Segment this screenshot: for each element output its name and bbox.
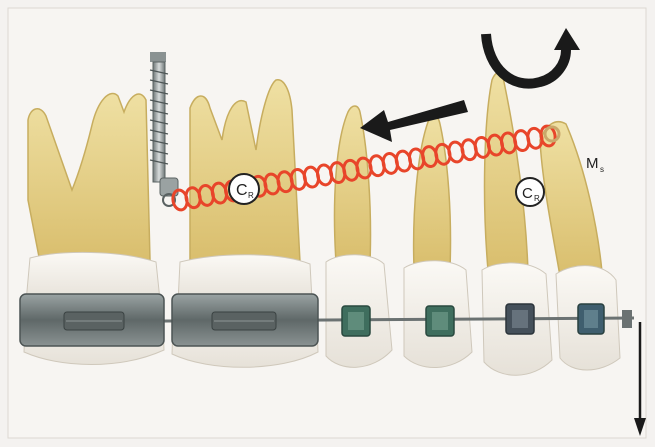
center-of-resistance-right: C R: [516, 178, 544, 206]
moment-label-subscript: s: [600, 165, 604, 174]
bracket-4: [578, 304, 604, 334]
bracket-2: [426, 306, 454, 336]
cr-right-label: C: [522, 185, 533, 202]
moment-label-main: M: [586, 155, 599, 172]
cr-left-subscript: R: [248, 191, 254, 200]
molar-band-2: [172, 294, 318, 346]
wire-end-tube: [622, 310, 632, 328]
center-of-resistance-left: C R: [229, 174, 259, 204]
cr-left-label: C: [236, 182, 248, 199]
molar-band-icon: [20, 294, 164, 346]
bracket-icon: [342, 306, 370, 336]
cr-right-subscript: R: [534, 194, 540, 203]
bracket-3: [506, 304, 534, 334]
